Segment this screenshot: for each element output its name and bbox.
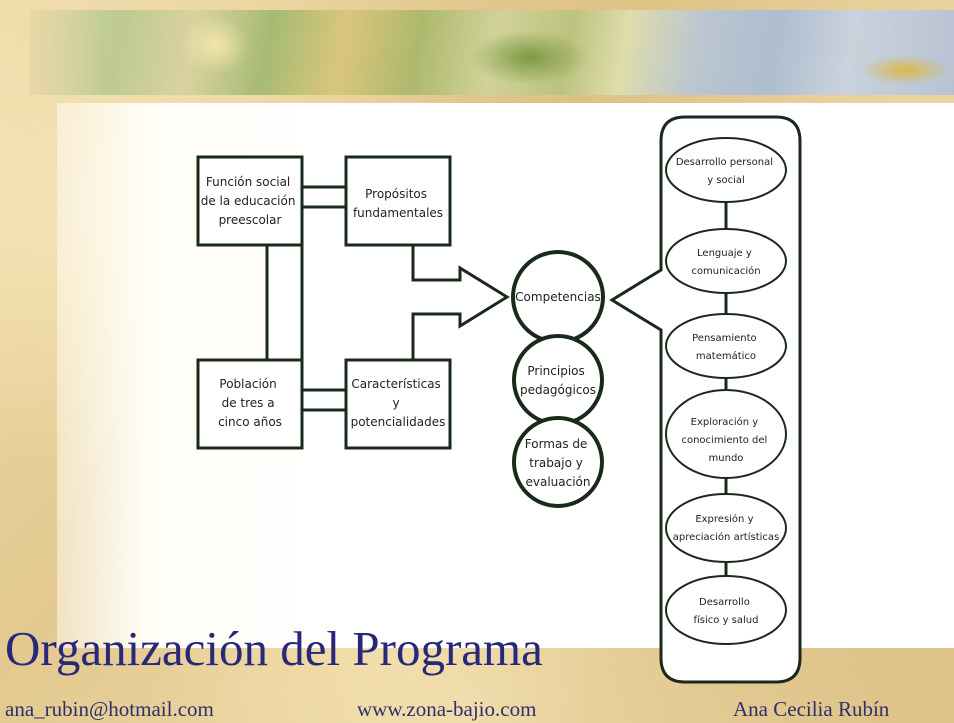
oval-field-2: [665, 228, 787, 294]
circle-formas: [512, 416, 604, 508]
oval-field-4: [665, 389, 787, 479]
connector-top: [300, 185, 348, 209]
box-funcion-social: [196, 155, 304, 247]
oval-field-3: [665, 313, 787, 379]
bracket-arrow: [411, 245, 510, 360]
oval-field-1: [665, 137, 787, 203]
oval-field-5-text: Expresión y apreciación artísticas: [673, 513, 780, 543]
circle-competencias-text: Competencias: [515, 290, 601, 304]
box-funcion-social-text: Función social de la educación preescola…: [201, 175, 300, 227]
box-poblacion: [196, 358, 304, 450]
circle-principios: [512, 334, 604, 426]
box-poblacion-text: Población de tres a cinco años: [218, 377, 282, 429]
connector-bottom: [300, 388, 348, 412]
leaf-highlight: [180, 15, 250, 75]
circle-formas-text: Formas de trabajo y evaluación: [525, 437, 591, 489]
oval-field-1-text: Desarrollo personal y social: [676, 157, 776, 186]
oval-field-4-text: Exploración y conocimiento del mundo: [681, 416, 770, 464]
slide-title: Organización del Programa: [5, 621, 543, 676]
leaf-highlight: [860, 55, 950, 85]
footer-email: ana_rubin@hotmail.com: [5, 697, 214, 721]
box-caracteristicas-text: Características y potencialidades: [351, 377, 446, 429]
oval-field-6-text: Desarrollo físico y salud: [694, 597, 759, 626]
box-caracteristicas: [344, 358, 452, 450]
oval-field-5: [665, 493, 787, 563]
footer-author: Ana Cecilia Rubín: [733, 697, 890, 721]
box-propositos-text: Propósitos fundamentales: [353, 187, 443, 220]
footer-website: www.zona-bajio.com: [357, 697, 537, 721]
leaf-highlight: [470, 30, 590, 85]
box-propositos: [344, 155, 452, 247]
oval-field-3-text: Pensamiento matemático: [692, 333, 760, 362]
circle-principios-text: Principios pedagógicos: [520, 364, 596, 397]
connector-left: [265, 243, 304, 362]
oval-field-2-text: Lenguaje y comunicación: [691, 248, 760, 277]
oval-field-6: [665, 575, 787, 645]
